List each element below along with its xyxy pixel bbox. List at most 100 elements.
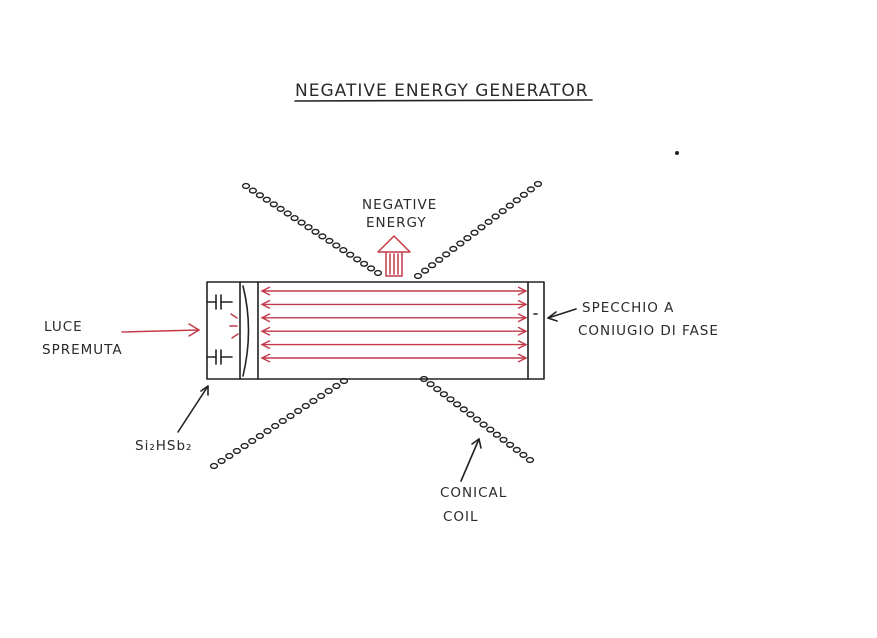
coil-bead (446, 396, 455, 403)
luce-label-1: LUCE (44, 319, 83, 335)
laser-pass (260, 286, 528, 296)
coil-bead (294, 407, 303, 415)
coil-bead (479, 421, 488, 428)
coil-bead (421, 267, 430, 274)
coil-bead (491, 213, 500, 220)
coil-bead (413, 272, 423, 280)
coil-bead (442, 251, 451, 258)
coil-bead (453, 401, 462, 408)
coil-bead (486, 426, 495, 433)
coil-bead (439, 391, 449, 398)
coil-bead (241, 182, 251, 190)
coil-bead (324, 387, 333, 395)
coil-bead (525, 456, 535, 464)
coil-bead (225, 452, 234, 460)
coil-bead (297, 219, 306, 226)
coil-bead (248, 187, 258, 194)
coil-bead (332, 382, 341, 390)
conical-coil (413, 180, 543, 280)
coil-bead (433, 386, 442, 393)
negative-energy-label-2: ENERGY (366, 215, 427, 231)
coil-bead (325, 237, 334, 245)
coil-bead (301, 402, 310, 410)
coil-bead (269, 201, 278, 208)
coil-bead (373, 269, 383, 277)
coil-bead (263, 427, 272, 435)
coil-bead (367, 265, 376, 272)
coil-bead (286, 412, 295, 420)
entry-lens (242, 285, 250, 377)
coil-bead (456, 240, 465, 247)
coil-bead (519, 451, 528, 459)
coil-bead (255, 432, 265, 440)
coil-bead (346, 251, 355, 258)
coil-bead (470, 229, 479, 236)
coil-bead (492, 431, 502, 438)
coil-bead (533, 180, 543, 188)
coil-bead (339, 247, 348, 254)
coil-bead (472, 416, 482, 423)
coil-bead (209, 462, 219, 470)
coil-bead (426, 381, 435, 388)
coil-bead (519, 191, 529, 198)
laser-pass (260, 326, 528, 336)
laser-pass (260, 299, 528, 310)
coil-bead (311, 228, 320, 235)
coil-bead (332, 242, 341, 249)
capacitor-top (206, 294, 233, 310)
chamber-body (206, 281, 545, 380)
coil-bead (276, 205, 285, 213)
negative-energy-label-1: NEGATIVE (362, 197, 437, 213)
diagram-title: NEGATIVE ENERGY GENERATOR (295, 81, 589, 101)
coil-bead (304, 224, 313, 231)
coil-pointer (460, 438, 482, 482)
conical-coil (241, 182, 383, 277)
coil-bead (255, 192, 265, 199)
conical-coil (419, 375, 535, 464)
coil-bead (248, 437, 257, 445)
coil-bead (318, 233, 327, 240)
coil-bead (309, 397, 318, 405)
input-light-arrow (121, 323, 200, 337)
coil-bead (428, 262, 437, 269)
material-pointer (177, 385, 209, 433)
coil-bead (506, 441, 515, 448)
coil-bead (262, 196, 271, 203)
specchio-label-1: SPECCHIO A (582, 300, 674, 316)
laser-passes (260, 286, 528, 363)
ink-dot (675, 151, 679, 155)
coil-bead (526, 186, 536, 193)
coil-bead (271, 422, 280, 430)
luce-label-2: SPREMUTA (42, 342, 123, 358)
coil-bead (317, 392, 326, 400)
coil-bead (512, 446, 521, 454)
coil-bead (466, 411, 475, 418)
laser-pass (260, 313, 528, 323)
coil-bead (232, 447, 242, 455)
coil-bead (512, 197, 521, 204)
negative-energy-arrow (377, 235, 411, 277)
coil-bead (463, 235, 472, 242)
coil-bead (459, 406, 468, 413)
coil-bead (484, 218, 493, 226)
coil-bead (240, 442, 249, 450)
title-underline (294, 99, 593, 102)
coil-bead (435, 256, 444, 263)
coil-bead (360, 260, 369, 267)
specchio-pointer (547, 308, 577, 322)
coil-bead (505, 202, 514, 209)
coil-bead (217, 457, 226, 465)
coil-bead (290, 215, 299, 222)
specchio-label-2: CONIUGIO DI FASE (578, 323, 719, 339)
coil-label-1: CONICAL (440, 485, 507, 501)
laser-pass (260, 353, 528, 363)
coil-bead (477, 224, 486, 231)
coil-bead (449, 245, 458, 253)
conical-coil (209, 377, 349, 470)
conical-coils (209, 180, 543, 470)
coil-bead (353, 256, 362, 263)
coil-bead (499, 436, 508, 443)
laser-pass (260, 339, 528, 350)
